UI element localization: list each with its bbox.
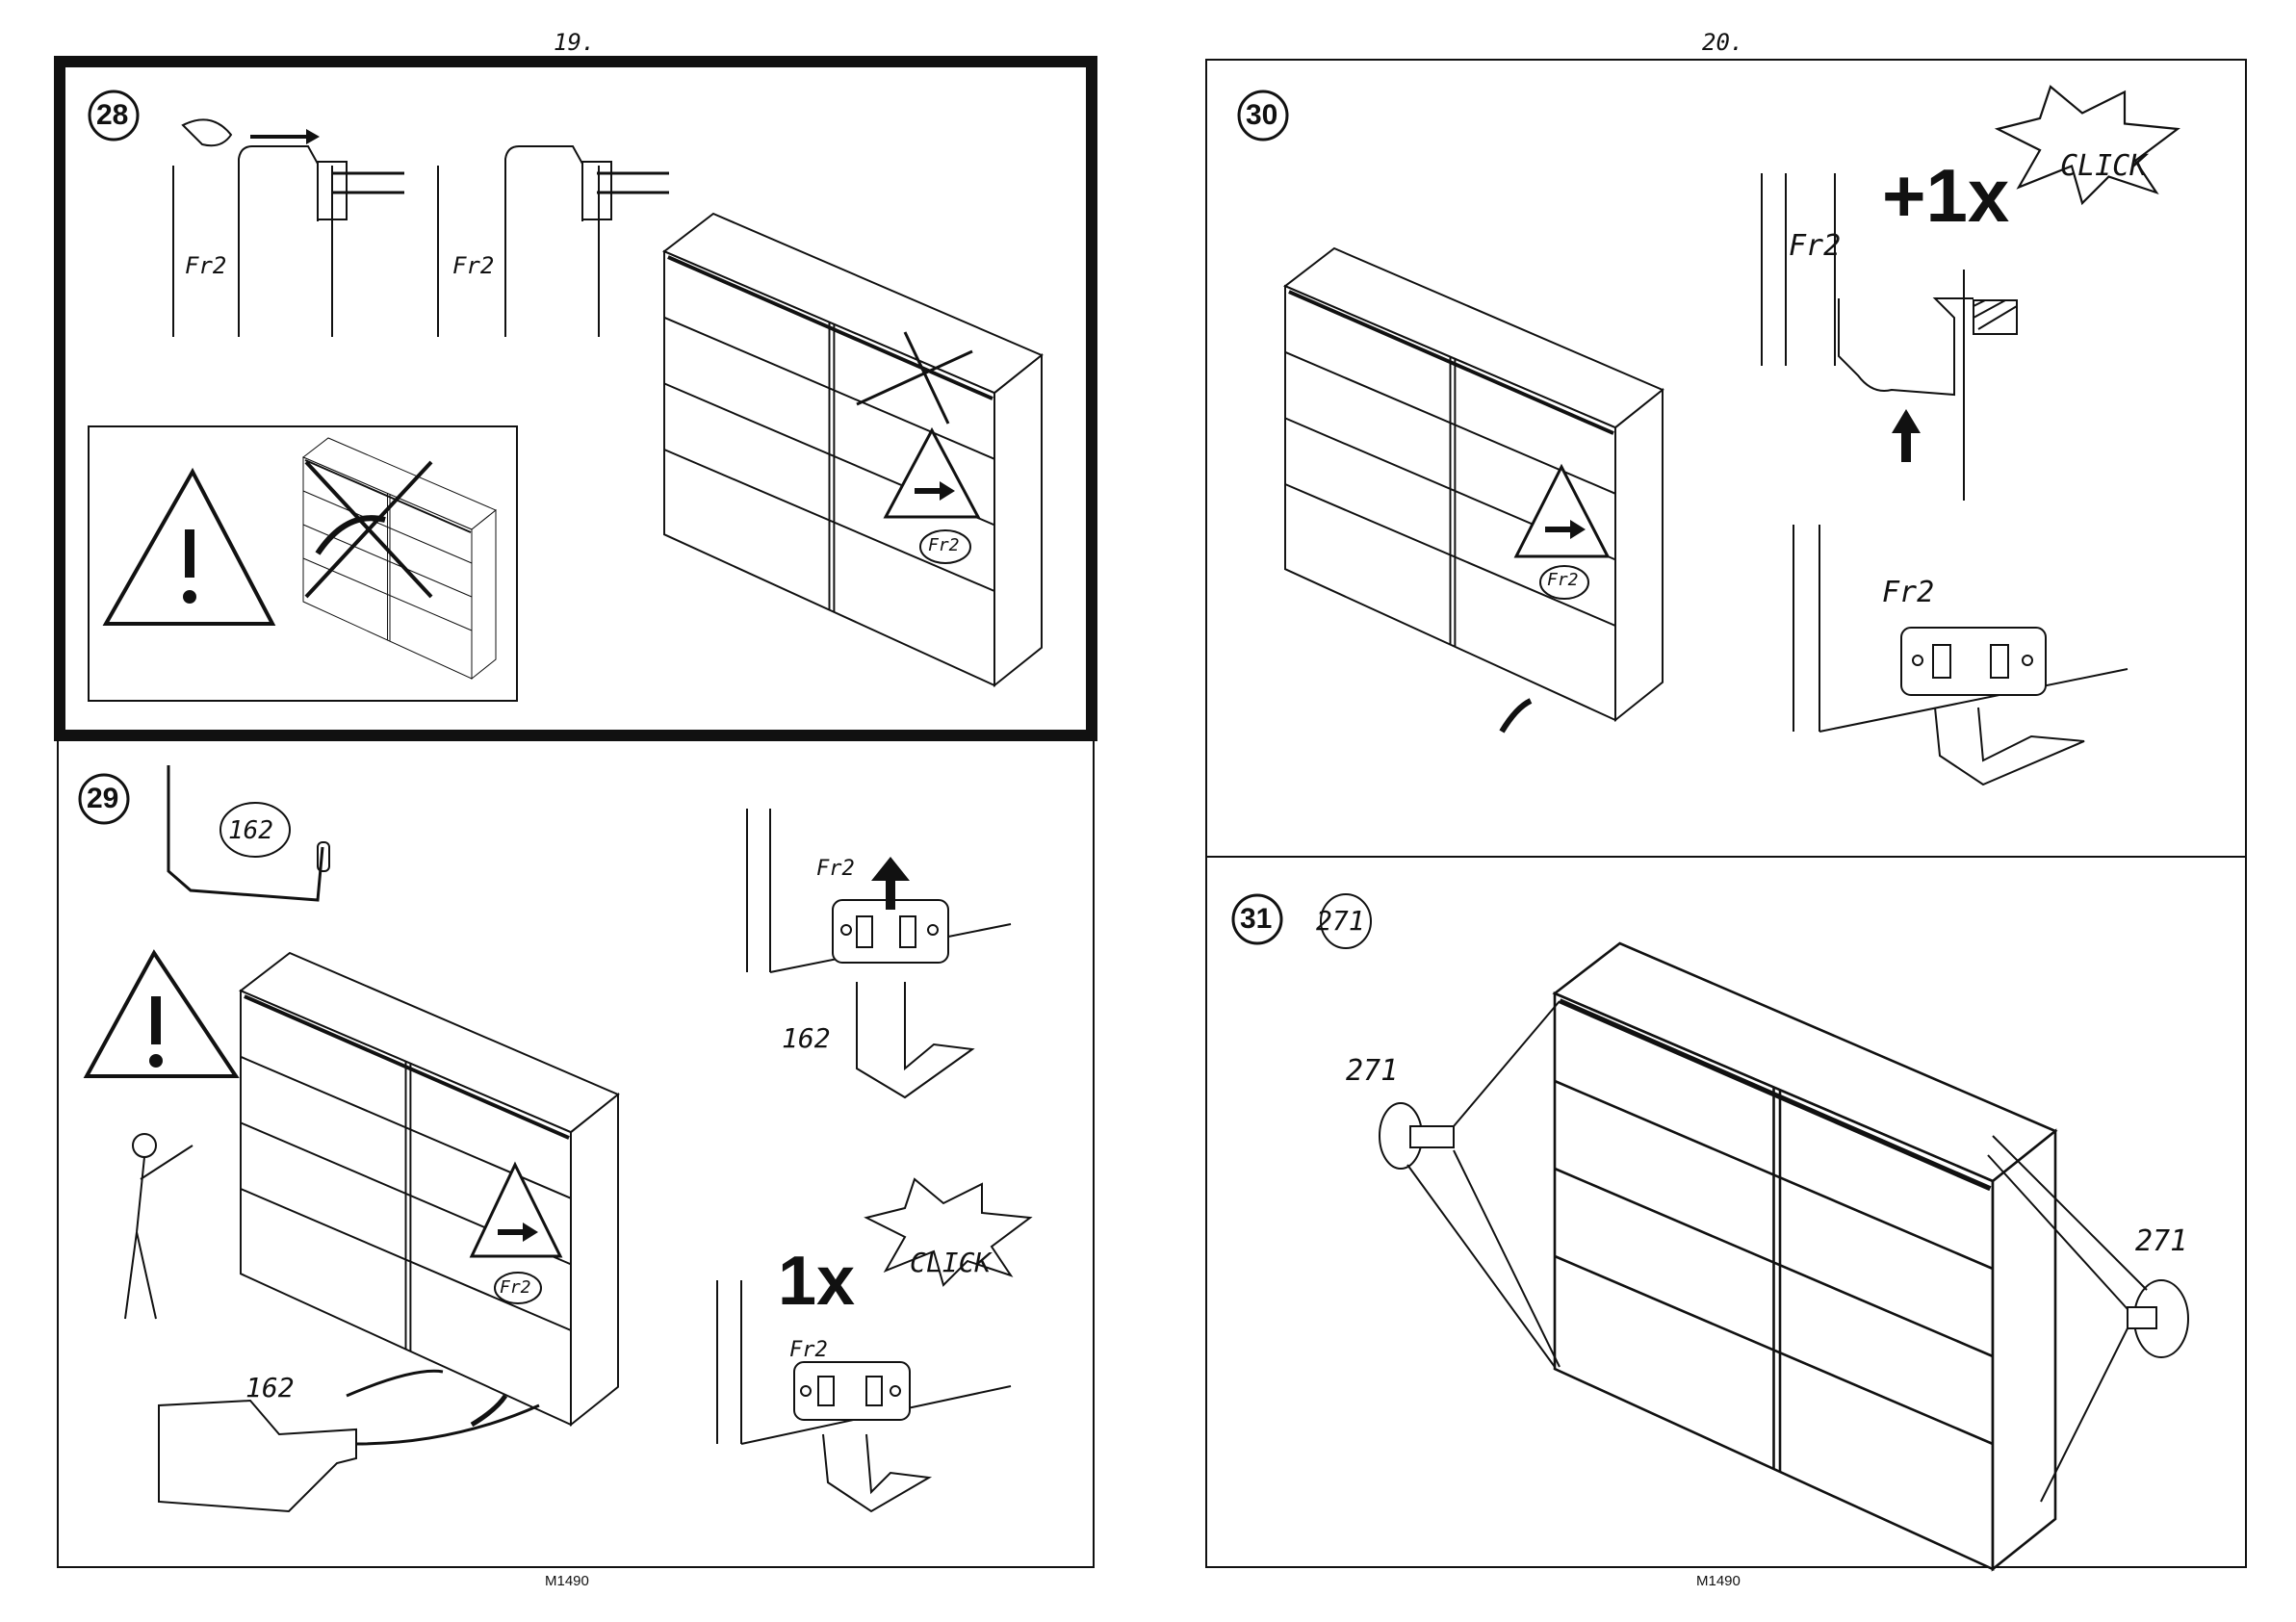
arrow-up-icon bbox=[871, 857, 910, 881]
step-29-fr2-top: Fr2 bbox=[816, 857, 855, 881]
step-29-part-162: 162 bbox=[245, 1372, 295, 1403]
step-30-fr2-bottom: Fr2 bbox=[1882, 576, 1934, 609]
step-30-click-count: +1x bbox=[1882, 152, 2009, 240]
step-29-fr2-bottom: Fr2 bbox=[789, 1338, 828, 1362]
step-28-label-b: Fr2 bbox=[452, 252, 494, 279]
step-28-label-a: Fr2 bbox=[185, 252, 226, 279]
step-30-click-text: CLICK bbox=[2060, 149, 2147, 183]
step-29-number: 29 bbox=[87, 783, 118, 815]
step-29-click-text: CLICK bbox=[910, 1247, 991, 1278]
step-31-part-right: 271 bbox=[2135, 1224, 2187, 1258]
step-31-callout: 271 bbox=[1316, 905, 1365, 937]
step-29-tri-label: Fr2 bbox=[500, 1277, 531, 1298]
step-31-part-left: 271 bbox=[1346, 1054, 1398, 1088]
step-29-callout: 162 bbox=[228, 816, 273, 845]
step-29-part-162-detail: 162 bbox=[782, 1022, 831, 1054]
step-31-number: 31 bbox=[1240, 903, 1272, 936]
step-28-number: 28 bbox=[96, 99, 128, 132]
step-28-profile-a bbox=[173, 119, 404, 337]
step-28-tri-label: Fr2 bbox=[928, 535, 960, 555]
step-30-fr2-top: Fr2 bbox=[1789, 229, 1841, 263]
step-28-profile-b bbox=[438, 146, 669, 337]
step-30-tri-label: Fr2 bbox=[1547, 570, 1579, 590]
step-29-click-count: 1x bbox=[778, 1242, 855, 1321]
step-30-number: 30 bbox=[1246, 99, 1277, 132]
